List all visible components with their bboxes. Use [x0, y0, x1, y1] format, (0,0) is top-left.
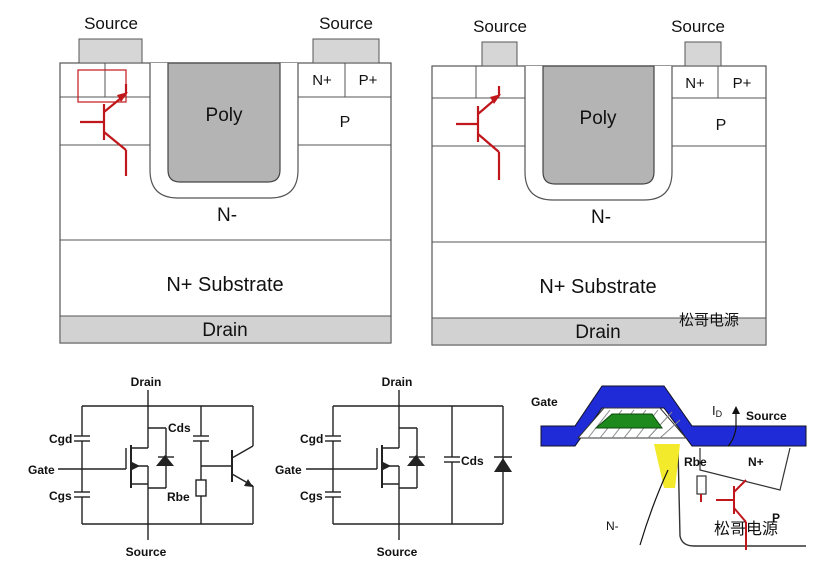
drain-terminal-label: Drain: [382, 375, 413, 389]
mosfet-arrow: [132, 462, 140, 470]
poly-label: Poly: [580, 108, 617, 129]
gate-metal: [540, 385, 807, 447]
rbe-label: Rbe: [684, 455, 707, 469]
equivalent-circuit-basic: [306, 390, 512, 540]
cds-label: Cds: [461, 454, 484, 468]
outer-diode-arrow: [494, 458, 512, 472]
parasitic-bjt-symbol: [696, 475, 747, 550]
poly-label: Poly: [206, 105, 243, 126]
n-minus-label: N-: [606, 519, 619, 533]
source-terminal-label: Source: [126, 545, 167, 559]
drain-layer: [59, 315, 392, 344]
cgd-label: Cgd: [49, 432, 72, 446]
p-plus-label: P+: [733, 75, 752, 92]
gate-poly: [594, 413, 663, 429]
source-label-left: Source: [473, 17, 527, 36]
n-plus-label: N+: [748, 455, 764, 469]
n-minus-label: N-: [591, 207, 611, 228]
cgs-label: Cgs: [300, 489, 323, 503]
channel-region: [654, 444, 680, 488]
mosfet-arrow: [383, 462, 391, 470]
substrate-label: N+ Substrate: [539, 276, 656, 298]
gate-label: Gate: [531, 395, 558, 409]
substrate-label: N+ Substrate: [166, 274, 283, 296]
gate-terminal-label: Gate: [275, 463, 302, 477]
poly-gate: [167, 62, 281, 183]
planar-mosfet-section: Gate ID Source Rbe N+ P N- 松哥电源: [531, 385, 807, 550]
parasitic-bjt-symbol: [77, 69, 128, 176]
p-label: P: [340, 114, 351, 131]
drain-terminal-label: Drain: [131, 375, 162, 389]
source-contact-right: [312, 38, 380, 64]
source-label-right: Source: [319, 14, 373, 33]
mosfet-cross-section-right: Source Source N+ P+ P Poly N- N+ Substra…: [431, 17, 767, 346]
watermark-bottom: 松哥电源: [714, 520, 778, 538]
bjt-arrow: [244, 479, 253, 487]
poly-gate: [542, 65, 655, 185]
n-plus-label: N+: [685, 75, 705, 92]
drain-layer: [431, 317, 767, 346]
source-contact-left: [78, 38, 143, 64]
drain-label: Drain: [575, 322, 620, 343]
gate-terminal-label: Gate: [28, 463, 55, 477]
source-label-right: Source: [671, 17, 725, 36]
cgs-label: Cgs: [49, 489, 72, 503]
cds-label: Cds: [168, 421, 191, 435]
source-contact-left: [481, 41, 518, 67]
source-label: Source: [746, 409, 787, 423]
equivalent-circuit-with-bjt: [58, 390, 254, 540]
rbe-label: Rbe: [167, 490, 190, 504]
watermark-top: 松哥电源: [679, 312, 739, 329]
diode-arrow: [156, 455, 174, 466]
source-terminal-label: Source: [377, 545, 418, 559]
n-minus-label: N-: [217, 205, 237, 226]
diode-arrow: [407, 455, 425, 466]
p-label: P: [716, 117, 727, 134]
source-label-left: Source: [84, 14, 138, 33]
cgd-label: Cgd: [300, 432, 323, 446]
p-plus-label: P+: [359, 72, 378, 89]
n-plus-label: N+: [312, 72, 332, 89]
id-label: ID: [712, 403, 723, 419]
drain-label: Drain: [202, 320, 247, 341]
p-label: P: [772, 511, 780, 525]
source-contact-right: [684, 41, 722, 67]
mosfet-cross-section-left: Source Source N+ P+ P Poly N- N+ Substra…: [59, 14, 392, 344]
